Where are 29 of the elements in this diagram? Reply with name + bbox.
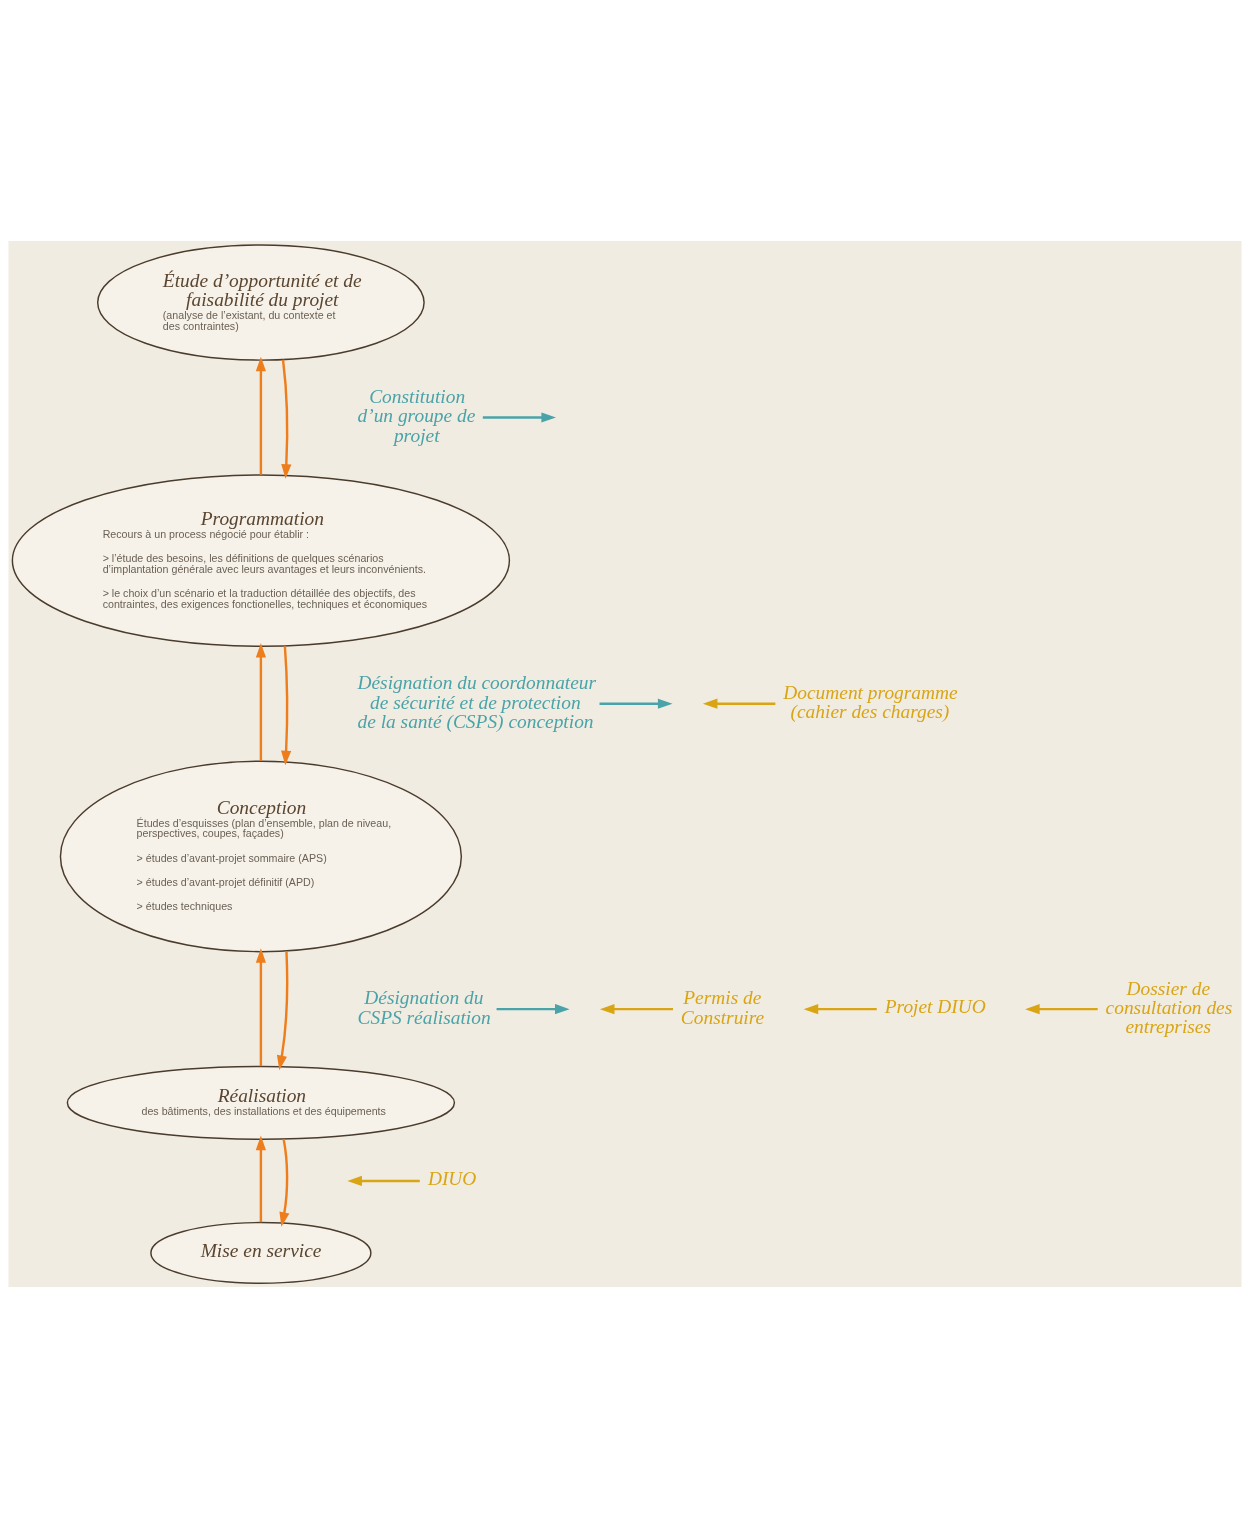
node-ellipse: Étude d’opportunité et de faisabilité du projet (analyse de l’existant, du contexte et des contraintes) xyxy=(96,244,425,361)
node-text: Dossier de consultation des entreprises xyxy=(1105,977,1233,1038)
arrow xyxy=(276,951,289,1071)
arrow xyxy=(255,1135,266,1223)
arrow xyxy=(279,1139,290,1227)
node-text: DIUO xyxy=(427,1167,477,1189)
arrow xyxy=(496,1004,570,1015)
arrow xyxy=(255,356,266,475)
node-text: Permis de Construire xyxy=(680,987,765,1028)
node-text: Désignation du coordonnateur de sécurité et de protection de la santé (CSPS) conception xyxy=(357,672,597,732)
node-text: Projet DIUO xyxy=(884,996,986,1018)
node-ellipse: Réalisation des bâtiments, des installations et des équipements xyxy=(66,1065,456,1140)
arrow xyxy=(702,698,776,709)
arrow xyxy=(281,359,292,479)
arrow xyxy=(599,698,673,709)
arrow xyxy=(255,642,266,761)
node-text: Document programme (cahier des charges) xyxy=(783,681,958,723)
arrow xyxy=(803,1004,877,1015)
node-ellipse: Mise en service xyxy=(150,1221,372,1284)
node-ellipse: Programmation Recours à un process négocié pour établir : > l’étude des besoins, les définitions de quelques scénarios d’implantation générale avec leurs avantages et leurs inconvénients. > le choix d’un scénario et la traduction détaillée des objectifs, des contraintes, des exigences fonctionelles, techniques et économiques xyxy=(11,474,511,648)
arrow xyxy=(482,412,556,423)
node-text: Désignation du CSPS réalisation xyxy=(357,987,491,1028)
arrow xyxy=(281,646,292,766)
node-ellipse: Conception Études d’esquisses (plan d’ensemble, plan de niveau, perspectives, coupes, façades) > études d’avant-projet sommaire (APS) > études d’avant-projet définitif (APD) > études techniques xyxy=(59,760,463,953)
arrow xyxy=(347,1175,420,1187)
arrow xyxy=(255,948,266,1067)
arrow xyxy=(599,1004,673,1015)
arrow xyxy=(1025,1004,1098,1015)
node-text: Constitution d’un groupe de projet xyxy=(357,385,476,446)
